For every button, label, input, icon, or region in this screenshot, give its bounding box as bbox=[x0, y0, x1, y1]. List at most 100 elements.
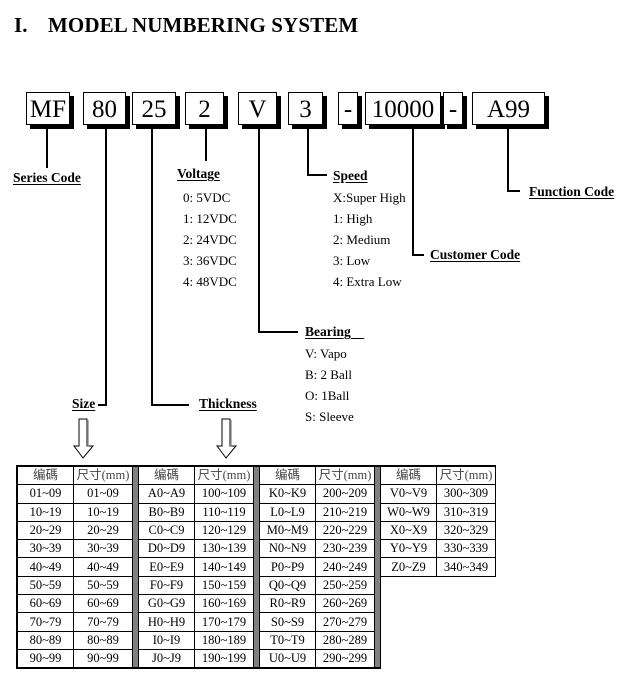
connector-speed-horizontal bbox=[307, 174, 327, 176]
size-cell: 110~119 bbox=[194, 502, 254, 522]
size-cell: 180~189 bbox=[194, 630, 254, 650]
size-cell: 160~169 bbox=[194, 594, 254, 614]
label-speed: Speed bbox=[333, 168, 368, 183]
size-cell: 220~229 bbox=[315, 520, 375, 541]
code-cell: Y0~Y9 bbox=[380, 539, 437, 559]
bearing-option: B: 2 Ball bbox=[305, 367, 352, 382]
size-cell: 90~99 bbox=[73, 648, 133, 670]
voltage-option: 4: 48VDC bbox=[183, 274, 237, 289]
connector-bearing-horizontal bbox=[258, 331, 298, 333]
column-header-size: 尺寸(mm) bbox=[194, 465, 254, 486]
column-header-size: 尺寸(mm) bbox=[436, 465, 496, 486]
connector-thickness-horizontal bbox=[151, 404, 189, 406]
connector-size-vertical bbox=[105, 126, 107, 406]
size-cell: 20~29 bbox=[73, 520, 133, 541]
connector-function-vertical bbox=[507, 126, 509, 192]
size-cell: 340~349 bbox=[436, 557, 496, 577]
code-cell: P0~P9 bbox=[259, 557, 316, 577]
down-arrow-icon bbox=[216, 418, 238, 459]
empty-cell bbox=[381, 631, 437, 649]
code-cell: C0~C9 bbox=[138, 520, 195, 541]
column-header-code: 编碼 bbox=[380, 465, 437, 486]
bearing-option: O: 1Ball bbox=[305, 388, 350, 403]
code-cell: L0~L9 bbox=[259, 502, 316, 522]
size-cell: 270~279 bbox=[315, 612, 375, 632]
speed-option: 4: Extra Low bbox=[333, 274, 402, 289]
empty-cell bbox=[437, 649, 496, 668]
code-cell: 01~09 bbox=[16, 484, 74, 504]
connector-speed-vertical bbox=[307, 126, 309, 176]
speed-option: 1: High bbox=[333, 211, 373, 226]
size-cell: 130~139 bbox=[194, 539, 254, 559]
size-cell: 50~59 bbox=[73, 575, 133, 596]
label-function-code: Function Code bbox=[529, 184, 615, 199]
size-cell: 70~79 bbox=[73, 612, 133, 632]
size-cell: 80~89 bbox=[73, 630, 133, 650]
code-cell: 70~79 bbox=[16, 612, 74, 632]
section-title-text: MODEL NUMBERING SYSTEM bbox=[48, 13, 359, 37]
code-box-series: MF bbox=[26, 92, 70, 125]
code-box-size: 80 bbox=[83, 92, 126, 125]
connector-bearing-vertical bbox=[258, 126, 260, 333]
table-header-row: 编碼尺寸(mm)编碼尺寸(mm)编碼尺寸(mm)编碼尺寸(mm) bbox=[16, 465, 496, 486]
connector-voltage bbox=[205, 126, 207, 161]
code-cell: B0~B9 bbox=[138, 502, 195, 522]
code-cell: Z0~Z9 bbox=[380, 557, 437, 577]
column-group-separator bbox=[374, 631, 381, 650]
code-cell: W0~W9 bbox=[380, 502, 437, 522]
connector-thickness-vertical bbox=[151, 126, 153, 406]
column-header-size: 尺寸(mm) bbox=[315, 465, 375, 486]
size-cell: 190~199 bbox=[194, 648, 254, 670]
column-header-code: 编碼 bbox=[259, 465, 316, 486]
size-cell: 300~309 bbox=[436, 484, 496, 504]
size-cell: 290~299 bbox=[315, 648, 375, 670]
empty-cell bbox=[381, 613, 437, 631]
section-number: I. bbox=[14, 13, 28, 37]
code-box-speed: 3 bbox=[288, 92, 323, 125]
size-cell: 150~159 bbox=[194, 575, 254, 596]
code-cell: N0~N9 bbox=[259, 539, 316, 559]
code-cell: V0~V9 bbox=[380, 484, 437, 504]
code-cell: A0~A9 bbox=[138, 484, 195, 504]
section-title: I. MODEL NUMBERING SYSTEM bbox=[14, 13, 358, 38]
code-cell: G0~G9 bbox=[138, 594, 195, 614]
size-cell: 100~109 bbox=[194, 484, 254, 504]
code-cell: U0~U9 bbox=[259, 648, 316, 670]
code-cell: H0~H9 bbox=[138, 612, 195, 632]
voltage-option: 2: 24VDC bbox=[183, 232, 237, 247]
size-cell: 240~249 bbox=[315, 557, 375, 577]
connector-customer-vertical bbox=[412, 126, 414, 256]
code-cell: 10~19 bbox=[16, 502, 74, 522]
label-thickness: Thickness bbox=[199, 396, 257, 411]
size-cell: 250~259 bbox=[315, 575, 375, 596]
speed-option: 2: Medium bbox=[333, 232, 391, 247]
size-cell: 60~69 bbox=[73, 594, 133, 614]
size-cell: 310~319 bbox=[436, 502, 496, 522]
column-header-size: 尺寸(mm) bbox=[73, 465, 133, 486]
code-box-bearing: V bbox=[238, 92, 277, 125]
voltage-option: 3: 36VDC bbox=[183, 253, 237, 268]
code-cell: T0~T9 bbox=[259, 630, 316, 650]
code-cell: S0~S9 bbox=[259, 612, 316, 632]
size-cell: 140~149 bbox=[194, 557, 254, 577]
empty-cell bbox=[381, 576, 437, 594]
label-voltage: Voltage bbox=[177, 166, 220, 181]
column-group-separator bbox=[374, 649, 381, 670]
code-box-thickness: 25 bbox=[132, 92, 176, 125]
size-cell: 01~09 bbox=[73, 484, 133, 504]
column-group-separator bbox=[374, 594, 381, 613]
connector-size-horizontal bbox=[98, 404, 107, 406]
voltage-option: 1: 12VDC bbox=[183, 211, 237, 226]
bearing-option: V: Vapo bbox=[305, 346, 347, 361]
code-cell: I0~I9 bbox=[138, 630, 195, 650]
down-arrow-icon bbox=[73, 418, 95, 459]
size-cell: 10~19 bbox=[73, 502, 133, 522]
size-cell: 40~49 bbox=[73, 557, 133, 577]
